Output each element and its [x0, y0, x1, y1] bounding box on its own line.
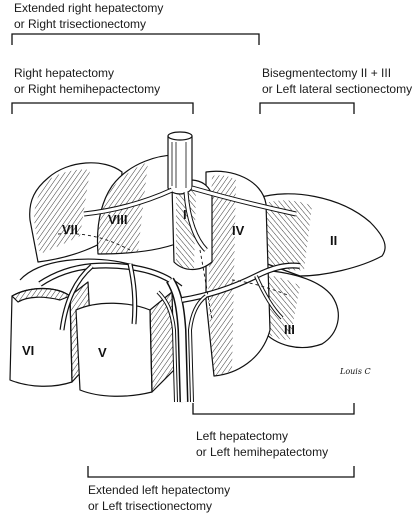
vena-cava-opening [167, 131, 193, 141]
segment-vi-lobe [9, 287, 73, 387]
segment-label-iii: III [284, 322, 295, 337]
segment-label-vii: VII [62, 222, 78, 237]
label-bisegmentectomy-line1: Bisegmentectomy II + III [262, 66, 392, 80]
segment-labels: I II III IV V VI VII VIII [22, 207, 337, 360]
segment-label-viii: VIII [108, 212, 128, 227]
label-bisegmentectomy: Bisegmentectomy II + III or Left lateral… [262, 65, 412, 97]
segment-label-vi: VI [22, 343, 34, 358]
segment-label-i: I [183, 207, 187, 222]
label-extended-right-hepatectomy: Extended right hepatectomy or Right tris… [14, 0, 163, 32]
label-extended-right-line2: or Right trisectionectomy [14, 17, 147, 31]
label-extended-left-hepatectomy: Extended left hepatectomy or Left trisec… [88, 482, 230, 514]
segment-label-v: V [98, 345, 107, 360]
bracket-right [11, 102, 194, 114]
segment-iv-shading [208, 175, 236, 376]
label-right-hepatectomy: Right hepatectomy or Right hemihepactect… [14, 65, 160, 97]
label-right-line2: or Right hemihepactectomy [14, 82, 161, 96]
left-hepatic-vein-inner [191, 186, 297, 216]
segment-vii-shading [34, 169, 90, 254]
label-extended-right-line1: Extended right hepatectomy [14, 1, 164, 15]
right-hepatic-vein-inner [83, 188, 173, 216]
segment-iii-shading [262, 274, 300, 340]
segment-v-lobe [75, 302, 153, 397]
right-portal-branch-inner [39, 263, 171, 286]
bile-duct-inner [189, 295, 207, 403]
boundary-right [57, 233, 131, 251]
hepatic-artery-inner [157, 291, 177, 403]
segment-i-shading [176, 189, 196, 269]
liver-illustration [9, 131, 386, 403]
boundary-left [231, 279, 291, 297]
segment-label-ii: II [330, 233, 337, 248]
label-right-line1: Right hepatectomy [14, 66, 115, 80]
label-bisegmentectomy-line2: or Left lateral sectionectomy [262, 82, 413, 96]
label-left-hepatectomy: Left hepatectomy or Left hemihepatectomy [196, 428, 328, 460]
portal-vein-inner [167, 278, 187, 403]
label-extended-left-line1: Extended left hepatectomy [88, 483, 231, 497]
label-left-line1: Left hepatectomy [196, 429, 289, 443]
boundary-central [199, 249, 213, 321]
portal-branch-vi-inner [60, 265, 93, 331]
portal-branch-v-inner [128, 263, 137, 325]
segment-label-iv: IV [232, 223, 245, 238]
middle-hepatic-vein-inner [184, 191, 208, 252]
bracket-extended-left [87, 466, 355, 478]
resection-brackets [11, 33, 355, 478]
label-left-line2: or Left hemihepatectomy [196, 445, 329, 459]
bracket-bisegmentectomy [259, 102, 355, 114]
bracket-left [192, 403, 355, 415]
segment-ii-shading [257, 200, 312, 271]
segment-vi-top [11, 287, 71, 303]
portal-branch-iii-inner [255, 275, 283, 319]
label-extended-left-line2: or Left trisectionectomy [88, 499, 213, 513]
bracket-extended-right [11, 33, 260, 45]
artist-signature: Louis C [339, 367, 371, 376]
segment-boundaries [57, 233, 291, 321]
vena-cava-shading [171, 142, 187, 188]
